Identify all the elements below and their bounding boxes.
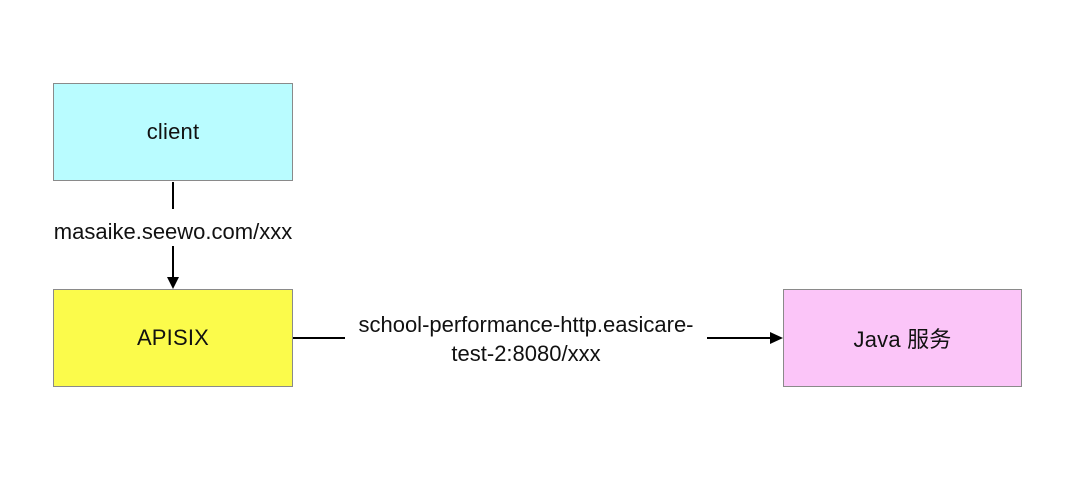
node-apisix-label: APISIX xyxy=(136,325,210,350)
node-java-service: Java 服务 xyxy=(783,289,1022,387)
edge-apisix-java-label-line2: test-2:8080/xxx xyxy=(451,341,601,366)
edge-client-apisix-line-upper xyxy=(172,182,174,209)
node-client-label: client xyxy=(146,119,200,144)
arrowhead-down-icon xyxy=(167,277,179,289)
node-apisix: APISIX xyxy=(53,289,293,387)
edge-apisix-java-line-right xyxy=(707,337,771,339)
edge-client-apisix-line-lower xyxy=(172,246,174,279)
edge-client-apisix-label: masaike.seewo.com/xxx xyxy=(53,219,293,244)
edge-apisix-java-label-line1: school-performance-http.easicare- xyxy=(358,312,694,337)
edge-apisix-java-label: school-performance-http.easicare- test-2… xyxy=(345,310,707,368)
node-client: client xyxy=(53,83,293,181)
arrowhead-right-icon xyxy=(770,332,783,344)
node-java-service-label: Java 服务 xyxy=(853,327,952,352)
edge-apisix-java-line-left xyxy=(293,337,345,339)
